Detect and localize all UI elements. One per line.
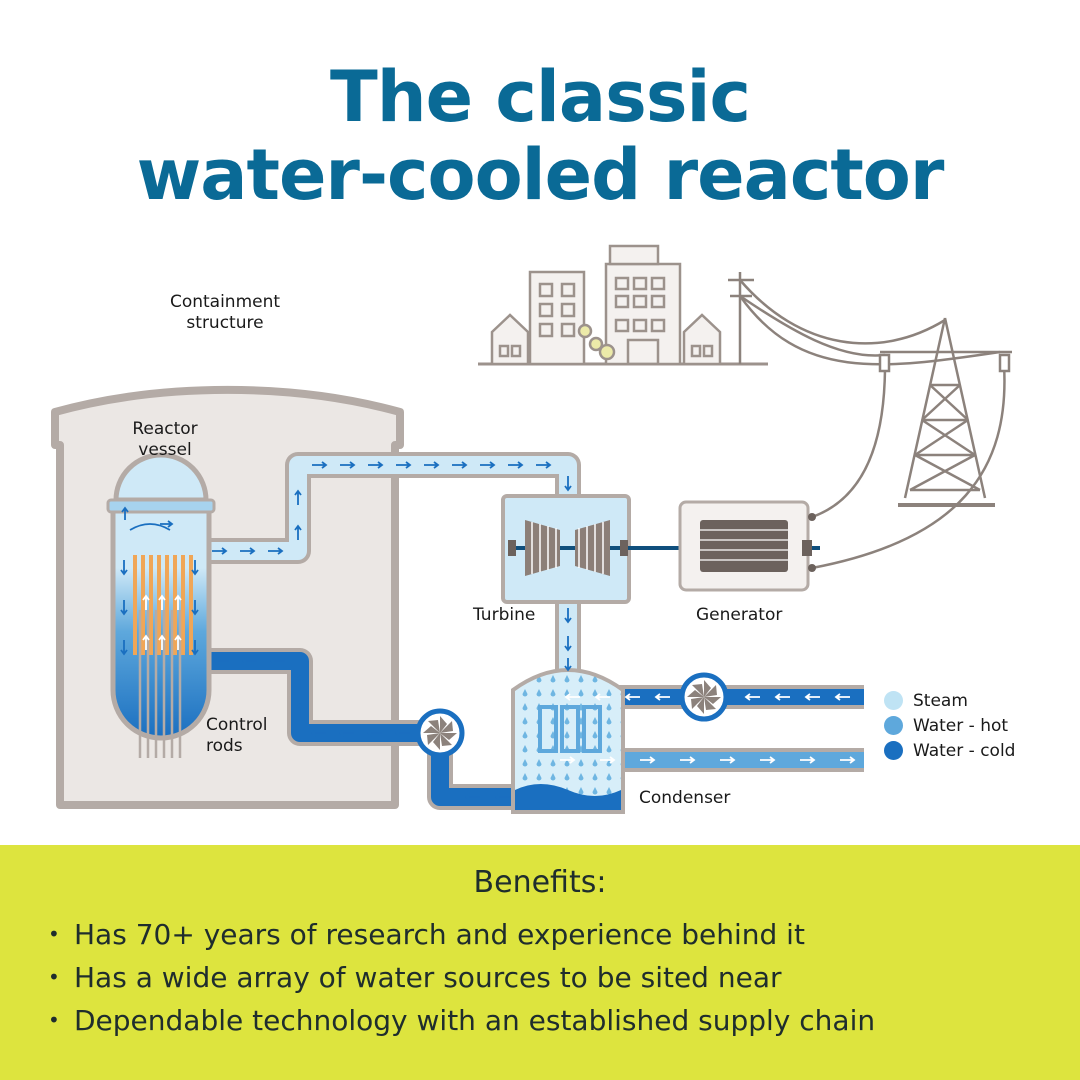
reactor-vessel-label: Reactor vessel [110,419,220,461]
benefits-panel: Benefits: • Has 70+ years of research and… [0,845,1080,1080]
legend-water-cold-swatch [884,741,903,760]
control-rods-label: Control rods [206,715,267,757]
legend-water-hot-swatch [884,716,903,735]
legend-item-water-hot: Water - hot [884,713,1015,738]
legend-water-hot-label: Water - hot [913,715,1009,736]
turbine-label: Turbine [473,605,536,625]
condenser [511,668,625,814]
benefit-text: Has a wide array of water sources to be … [74,961,782,994]
cooling-pump [679,672,729,722]
reactor-vessel-label-line-1: Reactor [132,419,198,439]
benefit-text: Dependable technology with an establishe… [74,1004,876,1037]
reactor-vessel-label-line-2: vessel [138,440,192,460]
generator [678,500,816,592]
legend-steam-swatch [884,691,903,710]
reactor-diagram [51,244,1012,814]
containment-label-line-2: structure [186,313,264,333]
flow-arrows [120,461,572,801]
control-rods-label-line-2: rods [206,736,243,756]
bullet-icon: • [48,965,60,989]
containment-structure-label: Containment structure [140,292,310,334]
legend: Steam Water - hot Water - cold [884,688,1015,763]
fuel-rods [133,555,193,655]
title-line-2: water-cooled reactor [136,134,945,216]
cooling-flow-arrows [142,594,856,764]
page-title: The classic water-cooled reactor [0,58,1080,214]
generator-label: Generator [696,605,783,625]
bullet-icon: • [48,922,60,946]
condenser-label: Condenser [639,788,731,808]
containment-label-line-1: Containment [169,292,281,312]
legend-water-cold-label: Water - cold [913,740,1016,761]
bullet-icon: • [48,1008,60,1032]
city-buildings [478,244,768,366]
benefit-text: Has 70+ years of research and experience… [74,918,805,951]
control-rods-label-line-1: Control [206,715,268,735]
benefits-list-item: • Dependable technology with an establish… [48,999,875,1042]
feedwater-pump [415,708,465,758]
legend-steam-label: Steam [913,690,968,711]
benefits-list-item: • Has 70+ years of research and experienc… [48,913,875,956]
benefits-list-item: • Has a wide array of water sources to be… [48,956,875,999]
legend-item-water-cold: Water - cold [884,738,1015,763]
control-rods [138,610,182,758]
title-line-1: The classic [330,56,751,138]
benefits-title: Benefits: [473,865,607,900]
turbine [501,494,820,604]
power-lines [728,272,1012,570]
benefits-list: • Has 70+ years of research and experienc… [48,913,875,1042]
legend-item-steam: Steam [884,688,1015,713]
